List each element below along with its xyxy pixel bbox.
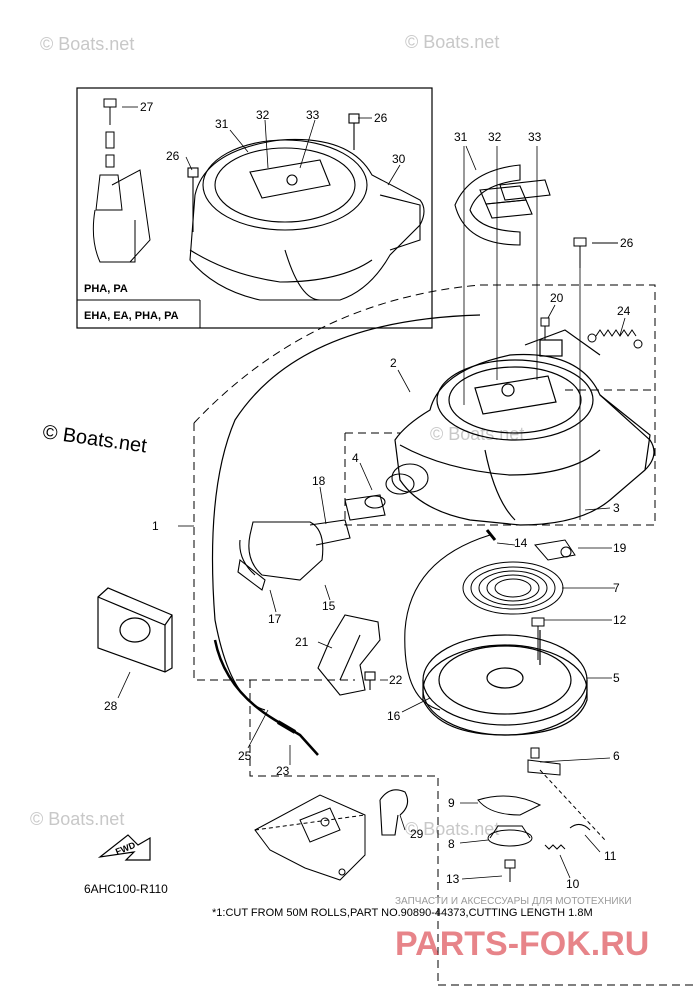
shop-tagline: ЗАПЧАСТИ И АКСЕССУАРЫ ДЛЯ МОТОТЕХНИКИ: [395, 896, 632, 907]
inset-starter-housing: [187, 113, 425, 301]
callout-8: 8: [448, 837, 455, 851]
callout-15: 15: [322, 599, 336, 613]
callout-1: 1: [152, 519, 159, 533]
callout-6: 6: [613, 749, 620, 763]
grommet-4: [344, 463, 429, 521]
fwd-arrow-icon: FWD: [97, 834, 151, 861]
callout-5: 5: [613, 671, 620, 685]
clip-20: [540, 317, 550, 340]
bracket-21: [317, 614, 381, 696]
callout-14: 14: [514, 536, 528, 550]
main-starter-housing: [394, 329, 655, 526]
callout-33: 33: [528, 130, 542, 144]
callout-7: 7: [613, 581, 620, 595]
callout-numbers: 27 26 31 32 33 26 30 31 32 33 26 20 24 2…: [104, 100, 634, 891]
callout-17: 17: [268, 612, 282, 626]
callout-22: 22: [389, 673, 403, 687]
callout-23: 23: [276, 764, 290, 778]
callout-32-inset: 32: [256, 108, 270, 122]
callout-3: 3: [613, 501, 620, 515]
inset-box: PHA, PA EHA, EA, PHA, PA: [76, 87, 433, 329]
cable-16: [404, 529, 497, 711]
callout-31: 31: [454, 130, 468, 144]
watermark-left-large: © Boats.net: [41, 421, 148, 457]
callout-4: 4: [352, 451, 359, 465]
callout-26-inset-left: 26: [166, 149, 180, 163]
screw-12: [531, 617, 545, 660]
cover-28: [97, 587, 173, 673]
decal-set: [454, 164, 551, 246]
callout-21: 21: [295, 635, 309, 649]
leader-lines: [463, 146, 581, 520]
footnote: *1:CUT FROM 50M ROLLS,PART NO.90890-4437…: [212, 907, 593, 919]
inset-models-line2: EHA, EA, PHA, PA: [84, 310, 179, 322]
callout-20: 20: [550, 291, 564, 305]
callout-10: 10: [566, 877, 580, 891]
callout-27: 27: [140, 100, 154, 114]
shop-brand-logo: PARTS-FOK.RU: [395, 925, 649, 963]
callout-2: 2: [390, 356, 397, 370]
callout-33-inset: 33: [306, 108, 320, 122]
inset-models-line1: PHA, PA: [84, 283, 128, 295]
callout-28: 28: [104, 699, 118, 713]
watermark-bottom-center: © Boats.net: [405, 819, 499, 839]
callout-16: 16: [387, 709, 401, 723]
diagram-code: 6AHC100-R110: [84, 882, 168, 896]
cable-25: [211, 314, 481, 756]
callout-24: 24: [617, 304, 631, 318]
hose-29: [379, 789, 409, 836]
callout-25: 25: [238, 749, 252, 763]
watermark-top-left: © Boats.net: [40, 34, 134, 54]
callout-9: 9: [448, 796, 455, 810]
callout-31-inset: 31: [215, 117, 229, 131]
watermark-top-right: © Boats.net: [405, 32, 499, 52]
callout-29: 29: [410, 827, 424, 841]
callout-30: 30: [392, 152, 406, 166]
watermark-bottom-left: © Boats.net: [30, 809, 124, 829]
spiral-spring-7: [462, 561, 564, 615]
pawl-6: [527, 747, 561, 776]
assembly-outlines: [193, 284, 698, 986]
lower-parts: [477, 769, 606, 882]
inset-bolt-stack: [92, 98, 151, 263]
mounting-bracket: [254, 794, 366, 881]
callout-19: 19: [613, 541, 627, 555]
callout-11: 11: [604, 849, 617, 863]
callout-leaders: [117, 106, 626, 880]
callout-12: 12: [613, 613, 627, 627]
handle-15: [237, 519, 351, 591]
callout-26: 26: [620, 236, 634, 250]
callout-13: 13: [446, 872, 460, 886]
callout-32: 32: [488, 130, 502, 144]
callout-18: 18: [312, 474, 326, 488]
bolt-26: [573, 237, 618, 268]
spring-24: [587, 329, 643, 349]
pulley-5: [422, 630, 588, 736]
callout-26-inset-right: 26: [374, 111, 388, 125]
lever-19: [534, 539, 576, 561]
